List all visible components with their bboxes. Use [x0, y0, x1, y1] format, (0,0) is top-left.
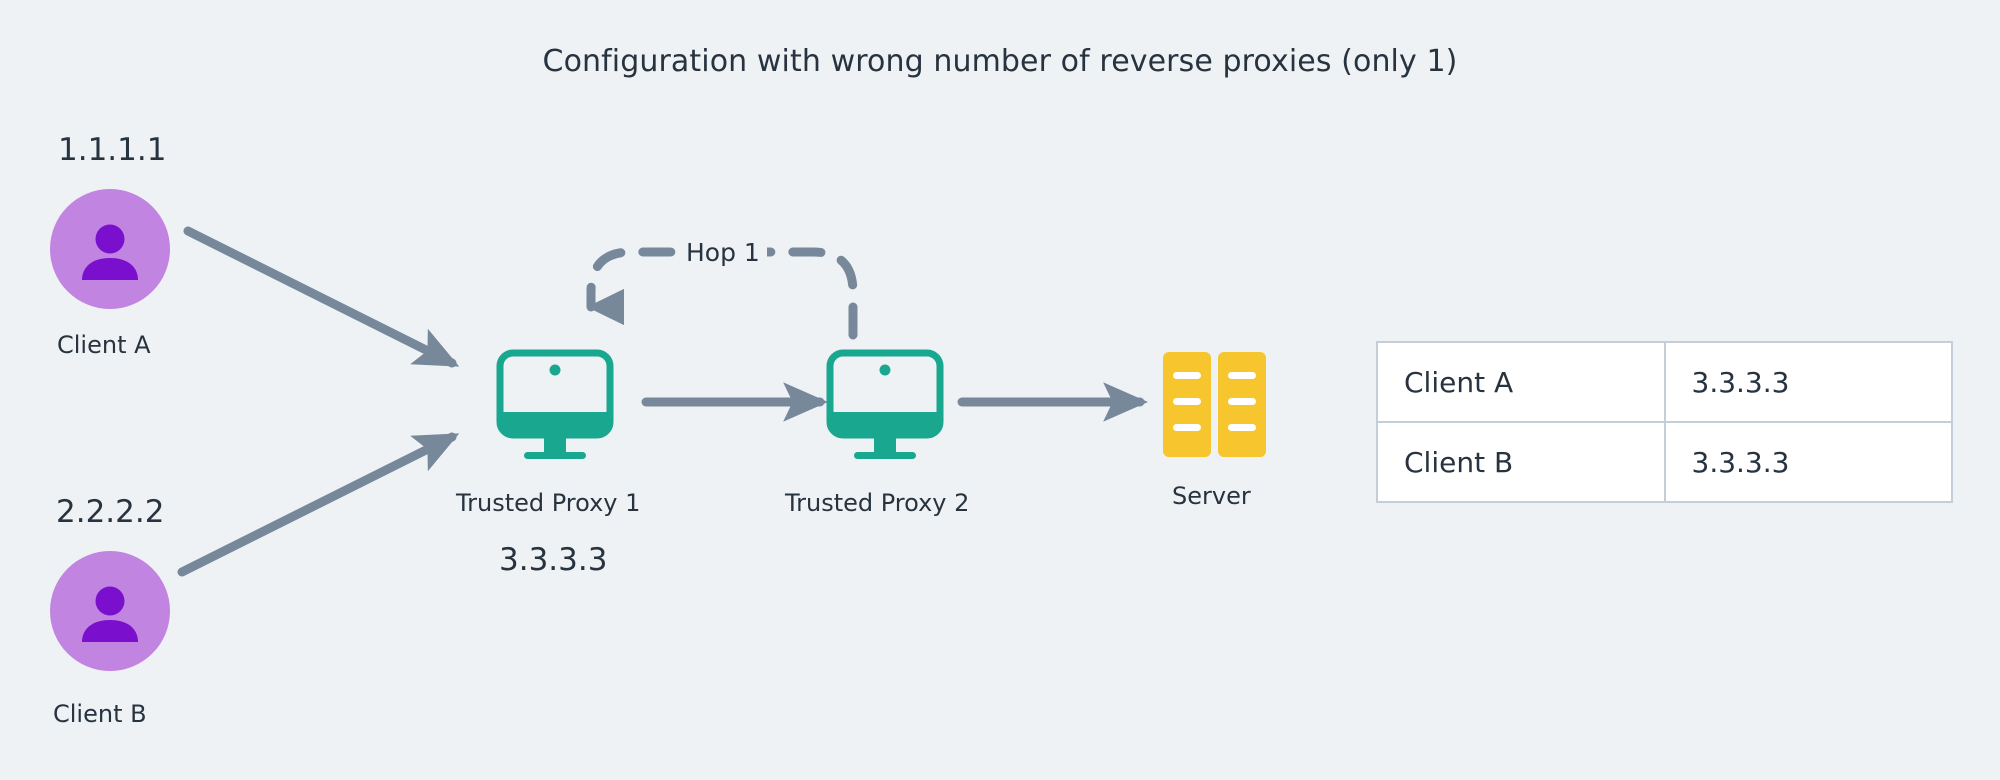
- hop1-label: Hop 1: [679, 238, 767, 267]
- client-a-ip: 1.1.1.1: [58, 132, 167, 168]
- proxy2-label: Trusted Proxy 2: [785, 489, 970, 517]
- table-cell-client: Client B: [1376, 421, 1666, 503]
- server-label: Server: [1172, 482, 1251, 510]
- table-row: Client B 3.3.3.3: [1376, 421, 1953, 503]
- page-title: Configuration with wrong number of rever…: [542, 44, 1458, 79]
- client-ip-mapping-table: Client A 3.3.3.3 Client B 3.3.3.3: [1376, 341, 1953, 503]
- arrow-client-b-to-proxy1: [177, 432, 460, 577]
- client-a-label: Client A: [57, 331, 151, 359]
- proxy1-ip: 3.3.3.3: [499, 542, 608, 578]
- client-b-label: Client B: [53, 700, 147, 728]
- proxy2-monitor-icon: [826, 349, 944, 459]
- table-cell-ip: 3.3.3.3: [1663, 421, 1953, 503]
- table-cell-ip: 3.3.3.3: [1663, 341, 1953, 423]
- proxy1-label: Trusted Proxy 1: [456, 489, 641, 517]
- table-row: Client A 3.3.3.3: [1376, 341, 1953, 423]
- client-b-ip: 2.2.2.2: [56, 494, 165, 530]
- client-b-avatar: [50, 551, 170, 671]
- proxy1-monitor-icon: [496, 349, 614, 459]
- server-icon: [1163, 352, 1266, 457]
- arrow-client-a-to-proxy1: [183, 226, 460, 368]
- table-cell-client: Client A: [1376, 341, 1666, 423]
- client-a-avatar: [50, 189, 170, 309]
